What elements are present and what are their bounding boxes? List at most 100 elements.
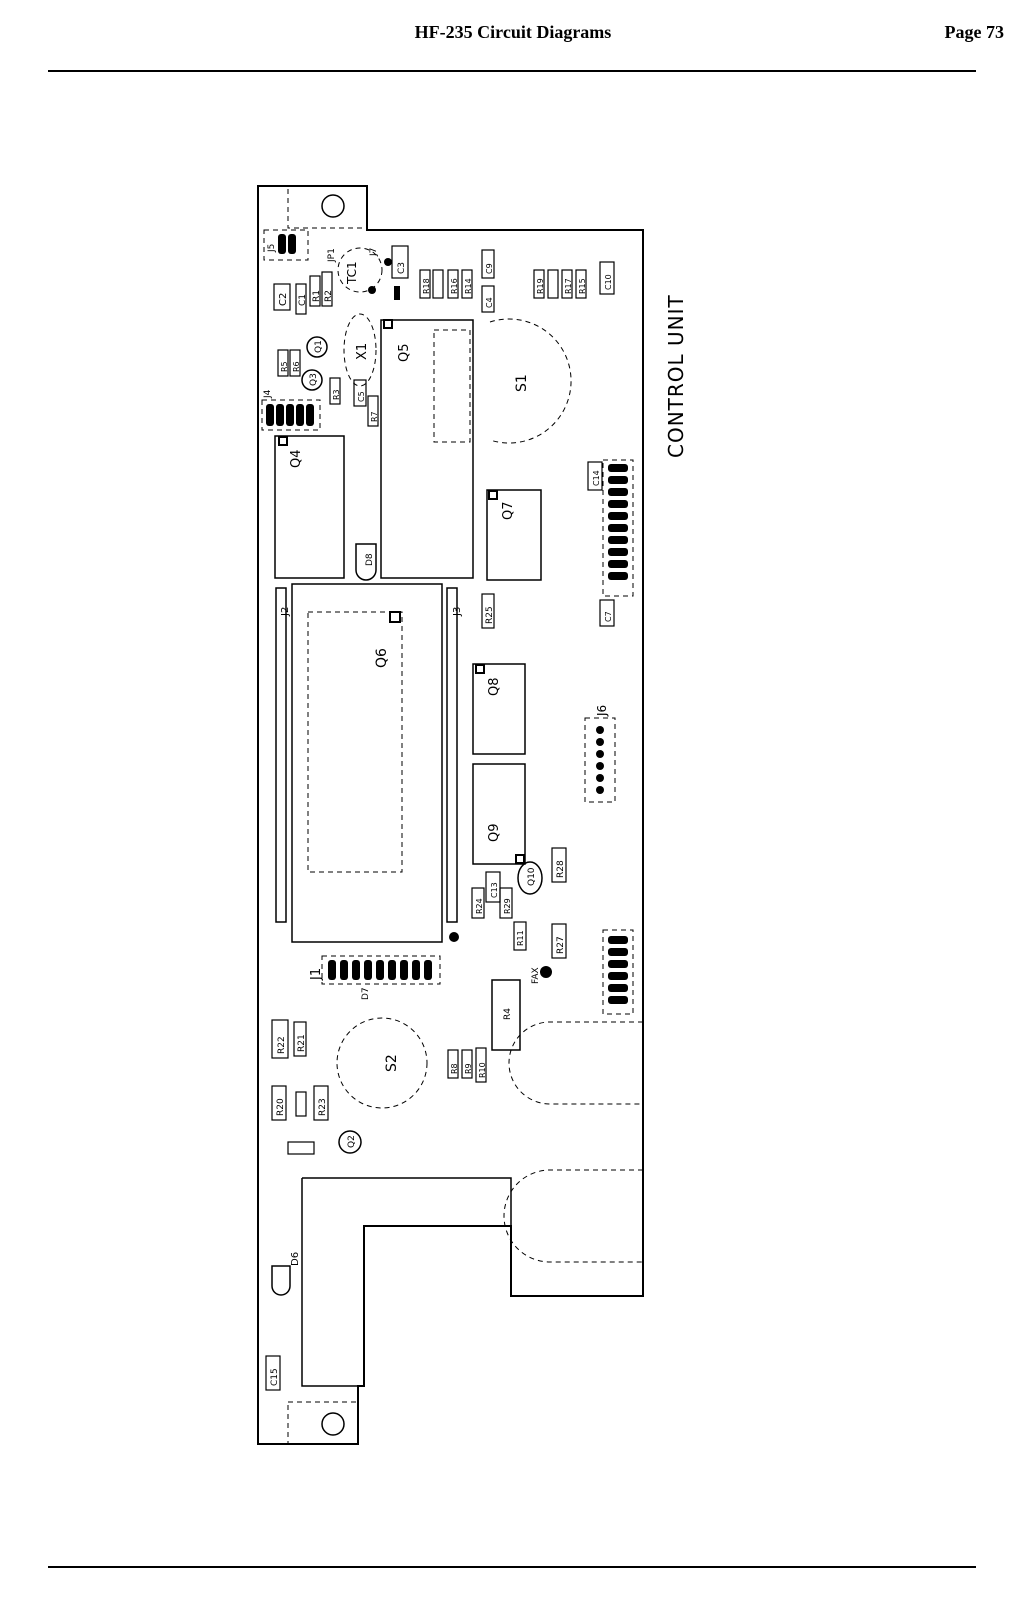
j1-pin-5 <box>376 960 384 980</box>
j1-pin-4 <box>364 960 372 980</box>
j5-pin-1 <box>278 234 286 254</box>
label-r15: R15 <box>578 278 587 294</box>
c14-conn-pin-5 <box>608 512 628 520</box>
label-c13: C13 <box>490 882 499 898</box>
c14-conn-pin-7 <box>608 536 628 544</box>
label-s1: S1 <box>514 374 530 392</box>
label-r1: R1 <box>312 290 322 302</box>
d13-body <box>287 1141 315 1155</box>
label-r10: R10 <box>478 1062 487 1078</box>
label-q9: Q9 <box>487 823 502 842</box>
r10-body <box>475 1047 487 1083</box>
switch-s1-outline <box>489 318 572 444</box>
j5-outline <box>263 229 309 261</box>
j1-pin-2 <box>340 960 348 980</box>
j1-outline <box>321 955 441 985</box>
label-q7: Q7 <box>501 501 516 520</box>
label-r9: R9 <box>464 1063 473 1074</box>
label-r23: R23 <box>318 1098 328 1116</box>
r27-body <box>551 923 567 959</box>
j6-pin-5 <box>596 774 604 782</box>
label-r24: R24 <box>475 898 484 914</box>
j3-strip <box>446 587 458 923</box>
r5-body <box>277 349 289 377</box>
label-d8: D8 <box>365 553 375 566</box>
c2-body <box>273 283 291 311</box>
r7-body <box>367 395 379 427</box>
label-q8: Q8 <box>487 677 502 696</box>
label-q3: Q3 <box>309 373 319 386</box>
c14-conn-pin-4 <box>608 500 628 508</box>
r22-body <box>271 1019 289 1059</box>
c7-body <box>599 599 615 627</box>
label-c10: C10 <box>604 274 613 290</box>
label-q5: Q5 <box>397 343 412 362</box>
c4-body <box>481 285 495 313</box>
connector-c14-outline <box>602 459 634 597</box>
d9-body <box>295 1091 307 1117</box>
label-j5: J5 <box>267 244 277 253</box>
j5-pin-2 <box>288 234 296 254</box>
q8-body <box>472 663 526 755</box>
j6-pin-6 <box>596 786 604 794</box>
q10-body <box>517 861 543 895</box>
r3-body <box>329 377 341 405</box>
label-q10: Q10 <box>527 867 537 886</box>
footer-rule <box>48 1566 976 1568</box>
q1-body <box>306 336 328 358</box>
label-r22: R22 <box>277 1036 287 1054</box>
j2-strip <box>275 587 287 923</box>
j4-pin-2 <box>276 404 284 426</box>
page-number: Page 73 <box>944 22 1004 42</box>
d14-body <box>432 269 444 299</box>
label-c9: C9 <box>485 263 494 274</box>
c15-body <box>265 1355 281 1391</box>
q5-pin1-mark <box>383 319 393 329</box>
c3-marker <box>394 286 400 300</box>
mount-zone-bottom <box>287 1401 359 1445</box>
label-d7: D7 <box>361 987 371 1000</box>
r9-body <box>461 1049 473 1079</box>
c14-conn-pin-3 <box>608 488 628 496</box>
r8-body <box>447 1049 459 1079</box>
j1-pin-3 <box>352 960 360 980</box>
label-q2: Q2 <box>347 1135 357 1148</box>
connector-lower-outline <box>602 929 634 1015</box>
label-q4: Q4 <box>289 449 304 468</box>
label-r11: R11 <box>516 930 525 946</box>
d8-body <box>355 543 377 581</box>
label-c15: C15 <box>270 1368 280 1386</box>
q7-body <box>486 489 542 581</box>
label-q6: Q6 <box>374 648 390 668</box>
lower-conn-pin-5 <box>608 984 628 992</box>
label-r27: R27 <box>556 936 566 954</box>
label-q1: Q1 <box>314 340 324 353</box>
label-r8: R8 <box>450 1063 459 1074</box>
label-r17: R17 <box>564 278 573 294</box>
j6-pin-3 <box>596 750 604 758</box>
q4-body <box>274 435 345 579</box>
label-r2: R2 <box>324 290 334 302</box>
r2-body <box>321 271 333 307</box>
mount-hole-top <box>321 194 345 218</box>
c5-body <box>353 379 367 407</box>
r1-body <box>309 275 321 307</box>
q5-inner-outline <box>433 329 471 443</box>
c14-conn-pin-1 <box>608 464 628 472</box>
label-r20: R20 <box>276 1098 286 1116</box>
q7-pin1-mark <box>488 490 498 500</box>
label-r16: R16 <box>450 278 459 294</box>
label-jp1: JP1 <box>327 248 337 263</box>
label-d6: D6 <box>290 1252 301 1266</box>
c14-conn-pin-10 <box>608 572 628 580</box>
j1-pin-9 <box>424 960 432 980</box>
j7-pin <box>384 258 392 266</box>
header-rule <box>48 70 976 72</box>
label-c7: C7 <box>604 611 613 622</box>
r11-body <box>513 921 527 951</box>
q5-body <box>380 319 474 579</box>
label-r3: R3 <box>332 389 341 400</box>
c10-body <box>599 261 615 295</box>
j4-pin-3 <box>286 404 294 426</box>
